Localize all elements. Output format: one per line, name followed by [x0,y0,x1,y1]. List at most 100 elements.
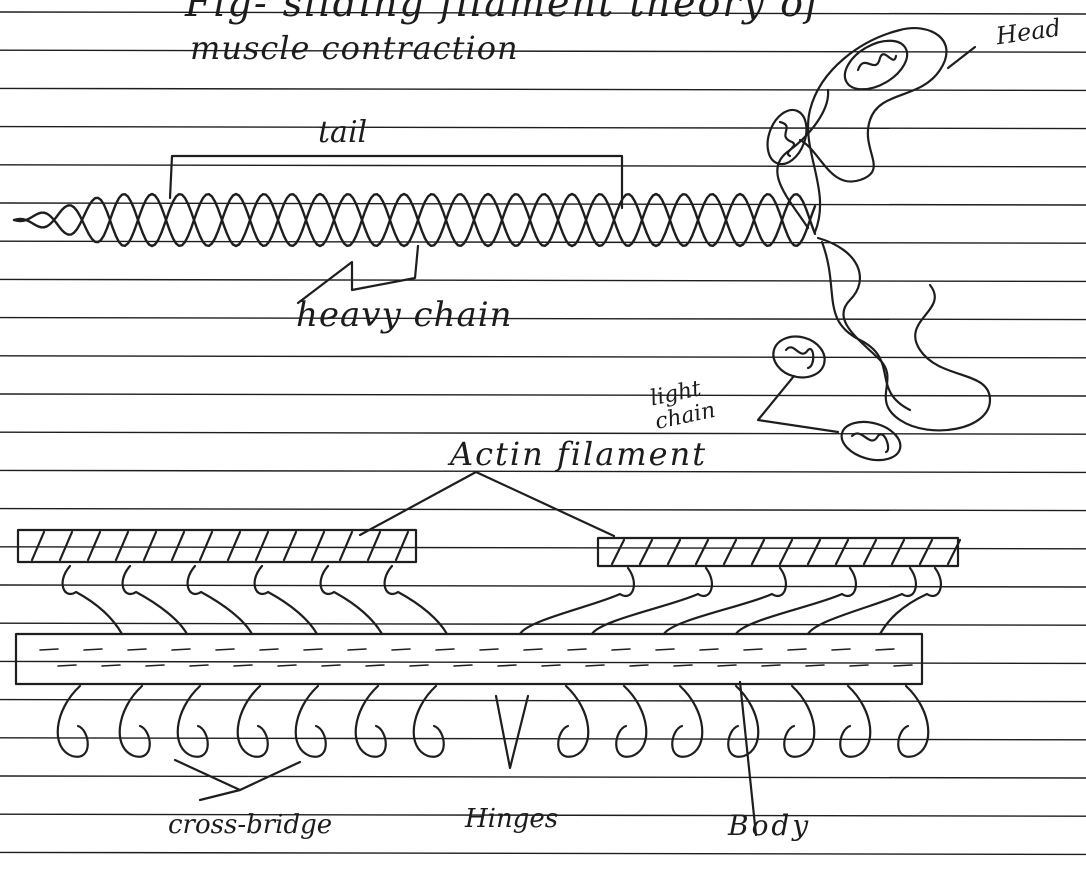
cross-bridge-hook [238,686,268,757]
hatch-stroke [724,540,736,564]
filament-dash [612,649,630,650]
actin-filament-left [18,530,416,562]
filament-dash [128,649,146,650]
hatch-stroke [808,540,820,564]
filament-dash [850,665,868,666]
hatch-stroke [864,540,876,564]
filament-dash [762,665,780,666]
hatch-stroke [144,532,156,560]
actin-filament-label: Actin filament [450,438,707,470]
ruled-line [0,165,1086,167]
filament-dash [84,649,102,650]
filament-dash [190,665,208,666]
cross-bridge-hook [178,686,208,757]
cross-bridge-label: cross-bridge [168,812,332,838]
filament-dash [102,665,120,666]
filament-dash [894,665,912,666]
filament-dash [524,649,542,650]
lower-light-strand-2 [822,242,910,410]
hatch-stroke [892,540,904,564]
cross-bridge-pointer [175,760,240,800]
upper-head-strand [800,28,946,232]
filament-dash [744,649,762,650]
ruled-line [0,432,1086,434]
filament-dash [322,665,340,666]
head-pointer [948,47,975,68]
hatch-stroke [312,532,324,560]
filament-dash [366,665,384,666]
filament-dash [806,665,824,666]
filament-dash [674,665,692,666]
cross-bridge-hook [558,686,588,757]
cross-bridge-hook [784,686,814,757]
filament-dash [216,649,234,650]
hatch-stroke [640,540,652,564]
hatch-stroke [836,540,848,564]
filament-dash [586,665,604,666]
myosin-head-2 [761,105,814,170]
hatch-stroke [396,532,408,560]
hatch-stroke [116,532,128,560]
filament-dash [58,665,76,666]
hatch-stroke [200,532,212,560]
hatch-stroke [284,532,296,560]
filament-dash [718,665,736,666]
figure-title-line1: Fig- sliding filament theory of [185,0,821,22]
ruled-line [0,585,1086,587]
ruled-line [0,509,1086,511]
cross-bridge-hook [120,686,150,757]
filament-dash [480,649,498,650]
hatch-stroke [60,532,72,560]
cross-bridge-hook [616,686,646,757]
ruled-lines [0,12,1086,854]
filament-dash [278,665,296,666]
hatch-stroke [172,532,184,560]
central-v-bridge [496,696,528,768]
filament-dash [392,649,410,650]
filament-dash [656,649,674,650]
tail-label: tail [318,118,367,148]
filament-dash [542,665,560,666]
heavy-chain-helix [14,194,815,246]
filament-dash [568,649,586,650]
ruled-line [0,50,1086,52]
lower-cross-bridges [58,686,929,757]
ruled-line [0,623,1086,625]
hatch-stroke [696,540,708,564]
filament-dash [146,665,164,666]
ruled-line [0,127,1086,129]
actin-right-hatching [612,540,960,564]
filament-dash [348,649,366,650]
actin-left-hatching [32,532,408,560]
figure-title-line2: muscle contraction [190,32,519,64]
hatch-stroke [668,540,680,564]
ruled-line [0,88,1086,90]
actin-pointer [360,472,614,536]
cross-bridge-hook [356,686,386,757]
hatch-stroke [340,532,352,560]
cross-bridge-hook [58,686,88,757]
cross-bridge-hook [840,686,870,757]
body-label: Body [728,812,811,840]
heavy-chain-label: heavy chain [296,298,513,332]
filament-dash [172,649,190,650]
filament-dash [630,665,648,666]
ruled-line [0,700,1086,702]
ruled-line [0,279,1086,281]
hatch-stroke [228,532,240,560]
cross-bridge-hook [880,568,941,634]
filament-dash [410,665,428,666]
filament-dash [40,649,58,650]
light-chain-blob-2-squiggle [852,433,888,452]
filament-dash [788,649,806,650]
ruled-line [0,356,1086,358]
hatch-stroke [256,532,268,560]
hatch-stroke [780,540,792,564]
ruled-line [0,738,1086,740]
filament-dash [876,649,894,650]
hatch-stroke [32,532,44,560]
filament-dash [832,649,850,650]
cross-bridge-hook [414,686,444,757]
ruled-line [0,852,1086,854]
